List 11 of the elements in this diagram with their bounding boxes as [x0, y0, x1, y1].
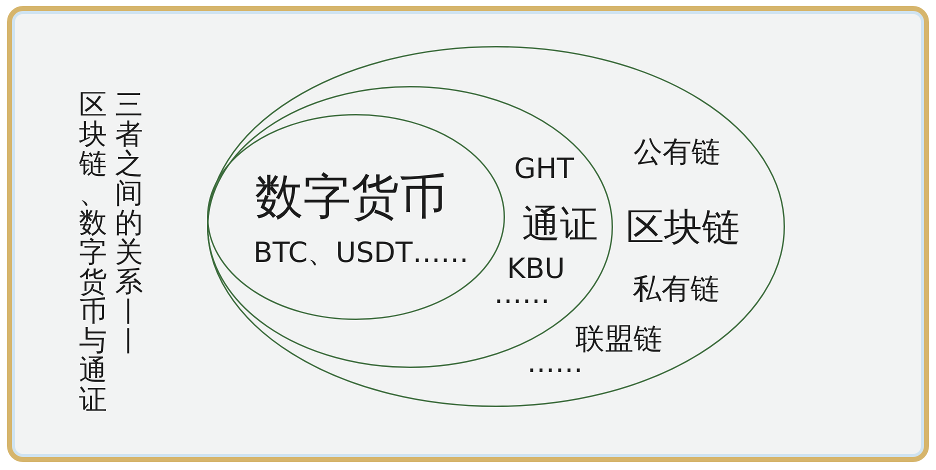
example-label: 私有链 [632, 274, 720, 304]
example-label: BTC、USDT…… [253, 239, 469, 267]
example-label: KBU [506, 255, 566, 283]
example-label: GHT [514, 155, 574, 183]
set-label: 通证 [522, 205, 598, 243]
vertical-title: 三者之间的关系——区块链、数字货币与通证 [79, 88, 146, 416]
set-ellipse [207, 46, 785, 407]
set-label: 数字货币 [255, 173, 447, 221]
set-label: 区块链 [626, 208, 740, 246]
ellipsis-label: …… [494, 280, 550, 308]
example-label: 公有链 [634, 138, 720, 166]
